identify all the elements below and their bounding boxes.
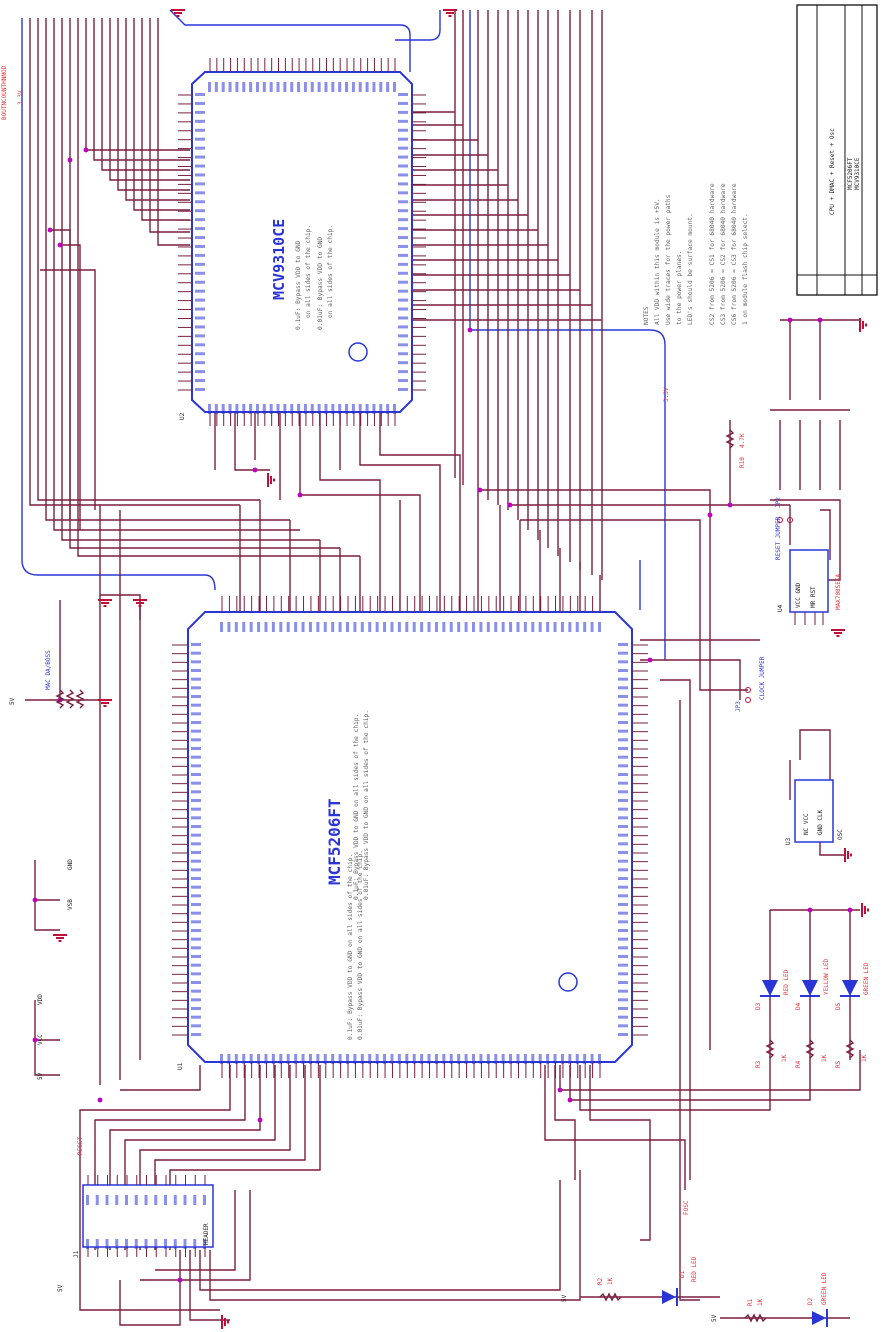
led-d2: D2 GREEN LED (807, 1272, 828, 1327)
net-top-left: BOUTNCOUNTHNNOD (1, 65, 8, 120)
title-row-2: MCV9310CE (854, 157, 861, 190)
pin1-marker (348, 342, 368, 362)
note-line: CS6 from 5206 = CS3 for 68040 hardware (731, 183, 738, 325)
pin1-marker (558, 972, 578, 992)
r1-ref: R1 (747, 1298, 754, 1306)
leds-and-resistors: D3 RED LED D4 YELLOW LED D5 GREEN LED R3… (45, 429, 870, 1327)
note-line: 1 on module flash chip select. (742, 213, 749, 325)
v5-label-j1: 5V (57, 1284, 64, 1292)
u1-note-line-2: on all sides of the chip. (305, 225, 312, 318)
note-line: LED's should be surface mount. (687, 213, 694, 325)
vsb-label: VSB (67, 899, 74, 910)
u2-note-line-2: 0.01uF: Bypass VDD to GND on all sides o… (363, 710, 370, 900)
r10-val: 4.7K (739, 433, 746, 448)
chip-name-u2: MCF5206FT (325, 798, 344, 885)
u1-ref: U2 (179, 412, 186, 420)
d4-ref: D4 (795, 1002, 802, 1010)
d3-ref: D3 (755, 1002, 762, 1010)
vdd-label: VDD (37, 994, 44, 1005)
d5-label: GREEN LED (863, 962, 870, 995)
led-d3: D3 RED LED (755, 969, 790, 1010)
r5-ref: R5 (835, 1060, 842, 1068)
r4-val: 1K (821, 1054, 828, 1062)
jp2-label: RESET JUMPER (775, 516, 782, 560)
r3-val: 1K (781, 1054, 788, 1062)
u1-note-line-3: 0.01uF: Bypass VDD to GND (317, 237, 324, 330)
u3-ref: U3 (785, 837, 792, 845)
v5-label: 5V (37, 1072, 44, 1080)
net-fosc: FOSC (683, 1200, 690, 1215)
r3-ref: R3 (755, 1060, 762, 1068)
chip-osc: NC VCC GND CLK OSC U3 (785, 779, 844, 845)
v5-label-d1: 5V (561, 1294, 568, 1302)
chip-name-u1: MCV9310CE (270, 219, 288, 300)
led-d5: D5 GREEN LED (835, 962, 870, 1010)
v5-label-d2: 5V (711, 1314, 718, 1322)
note-line: CS3 from 5206 = CS2 for 68040 hardware (720, 183, 727, 325)
chip-mcf5206ft: MCF5206FT 0.1uF: Bypass VDD to GND on al… (172, 596, 648, 1078)
svg-text:NC VCC: NC VCC (803, 813, 810, 835)
junction-dots (32, 147, 853, 1283)
u2-ref: U1 (177, 1062, 184, 1070)
ground-symbols (53, 9, 869, 1329)
jp3-ref: JP3 (735, 701, 742, 712)
d2-label: GREEN LED (821, 1272, 828, 1305)
led-d1: D1 RED LED (662, 1256, 698, 1306)
note-line: NOTES (643, 306, 650, 325)
u2-note-line-1: 0.1uF: Bypass VDD to GND on all sides of… (353, 714, 360, 900)
svg-text:MR RST: MR RST (810, 586, 817, 608)
j1-label: HEADER (203, 1223, 210, 1245)
d2-ref: D2 (807, 1297, 814, 1305)
power-labels: VDD VCC 5V GND VSB 3.3V 3.3V 5V 5V 5V 5V… (1, 65, 718, 1322)
d4-label: YELLOW LED (823, 958, 830, 995)
u2-note-line-3: 0.1uF: Bypass VDD to GND on all sides of… (347, 854, 354, 1040)
d5-ref: D5 (835, 1002, 842, 1010)
d1-label: RED LED (691, 1256, 698, 1282)
v5-label-mac: 5V (9, 697, 16, 705)
net-reset: RESET (77, 1137, 84, 1155)
vcc-label: VCC (37, 1034, 44, 1045)
d1-ref: D1 (679, 1270, 686, 1278)
jp2-ref: JP2 (775, 497, 782, 508)
gnd-label: GND (67, 859, 74, 870)
svg-text:GND CLK: GND CLK (817, 809, 824, 835)
r5-val: 1K (861, 1054, 868, 1062)
d3-label: RED LED (783, 969, 790, 995)
note-line: CS2 from 5206 = CS1 for 68040 hardware (709, 183, 716, 325)
u1-note-line-4: on all sides of the chip. (327, 225, 334, 318)
chip-mcv9310ce: MCV9310CE 0.1uF: Bypass VDD to GND on al… (178, 58, 426, 426)
title-block: CPU + DMAC + Reset + Osc MCF5206FT MCV93… (796, 4, 878, 296)
r2-val: 1K (607, 1277, 614, 1285)
rp1-label: MAC DA/BOSS (45, 650, 52, 690)
connector-j1: J1 HEADER (73, 1175, 214, 1258)
u1-note-line-1: 0.1uF: Bypass VDD to GND (295, 240, 302, 330)
v33-label-right: 3.3V (663, 387, 670, 402)
note-line: to the power planes. (676, 250, 683, 325)
v33-label: 3.3V (17, 90, 24, 105)
r10-ref: R10 (739, 457, 746, 468)
r4-ref: R4 (795, 1060, 802, 1068)
notes-block: NOTES All VDD within this module is +5V. U… (643, 183, 749, 325)
u4-ref: U4 (777, 604, 784, 612)
note-line: All VDD within this module is +5V. (654, 198, 661, 325)
led-d4: D4 YELLOW LED (795, 958, 830, 1010)
j1-ref: J1 (73, 1250, 80, 1258)
svg-text:VCC GND: VCC GND (795, 582, 802, 608)
note-line: Use wide traces for the power paths (665, 194, 672, 325)
u2-note-line-4: 0.01uF: Bypass VDD to GND on all sides o… (357, 850, 364, 1040)
u3-name: OSC (837, 829, 844, 840)
chip-max708: VCC GND MR RST MAX708SESA U4 (777, 549, 842, 625)
jp3-label: CLOCK JUMPER (759, 656, 766, 700)
r1-val: 1K (757, 1298, 764, 1306)
title-text: CPU + DMAC + Reset + Osc (829, 128, 836, 215)
r2-ref: R2 (597, 1277, 604, 1285)
title-row-1: MCF5206FT (847, 157, 854, 190)
u4-name: MAX708SESA (835, 573, 842, 610)
